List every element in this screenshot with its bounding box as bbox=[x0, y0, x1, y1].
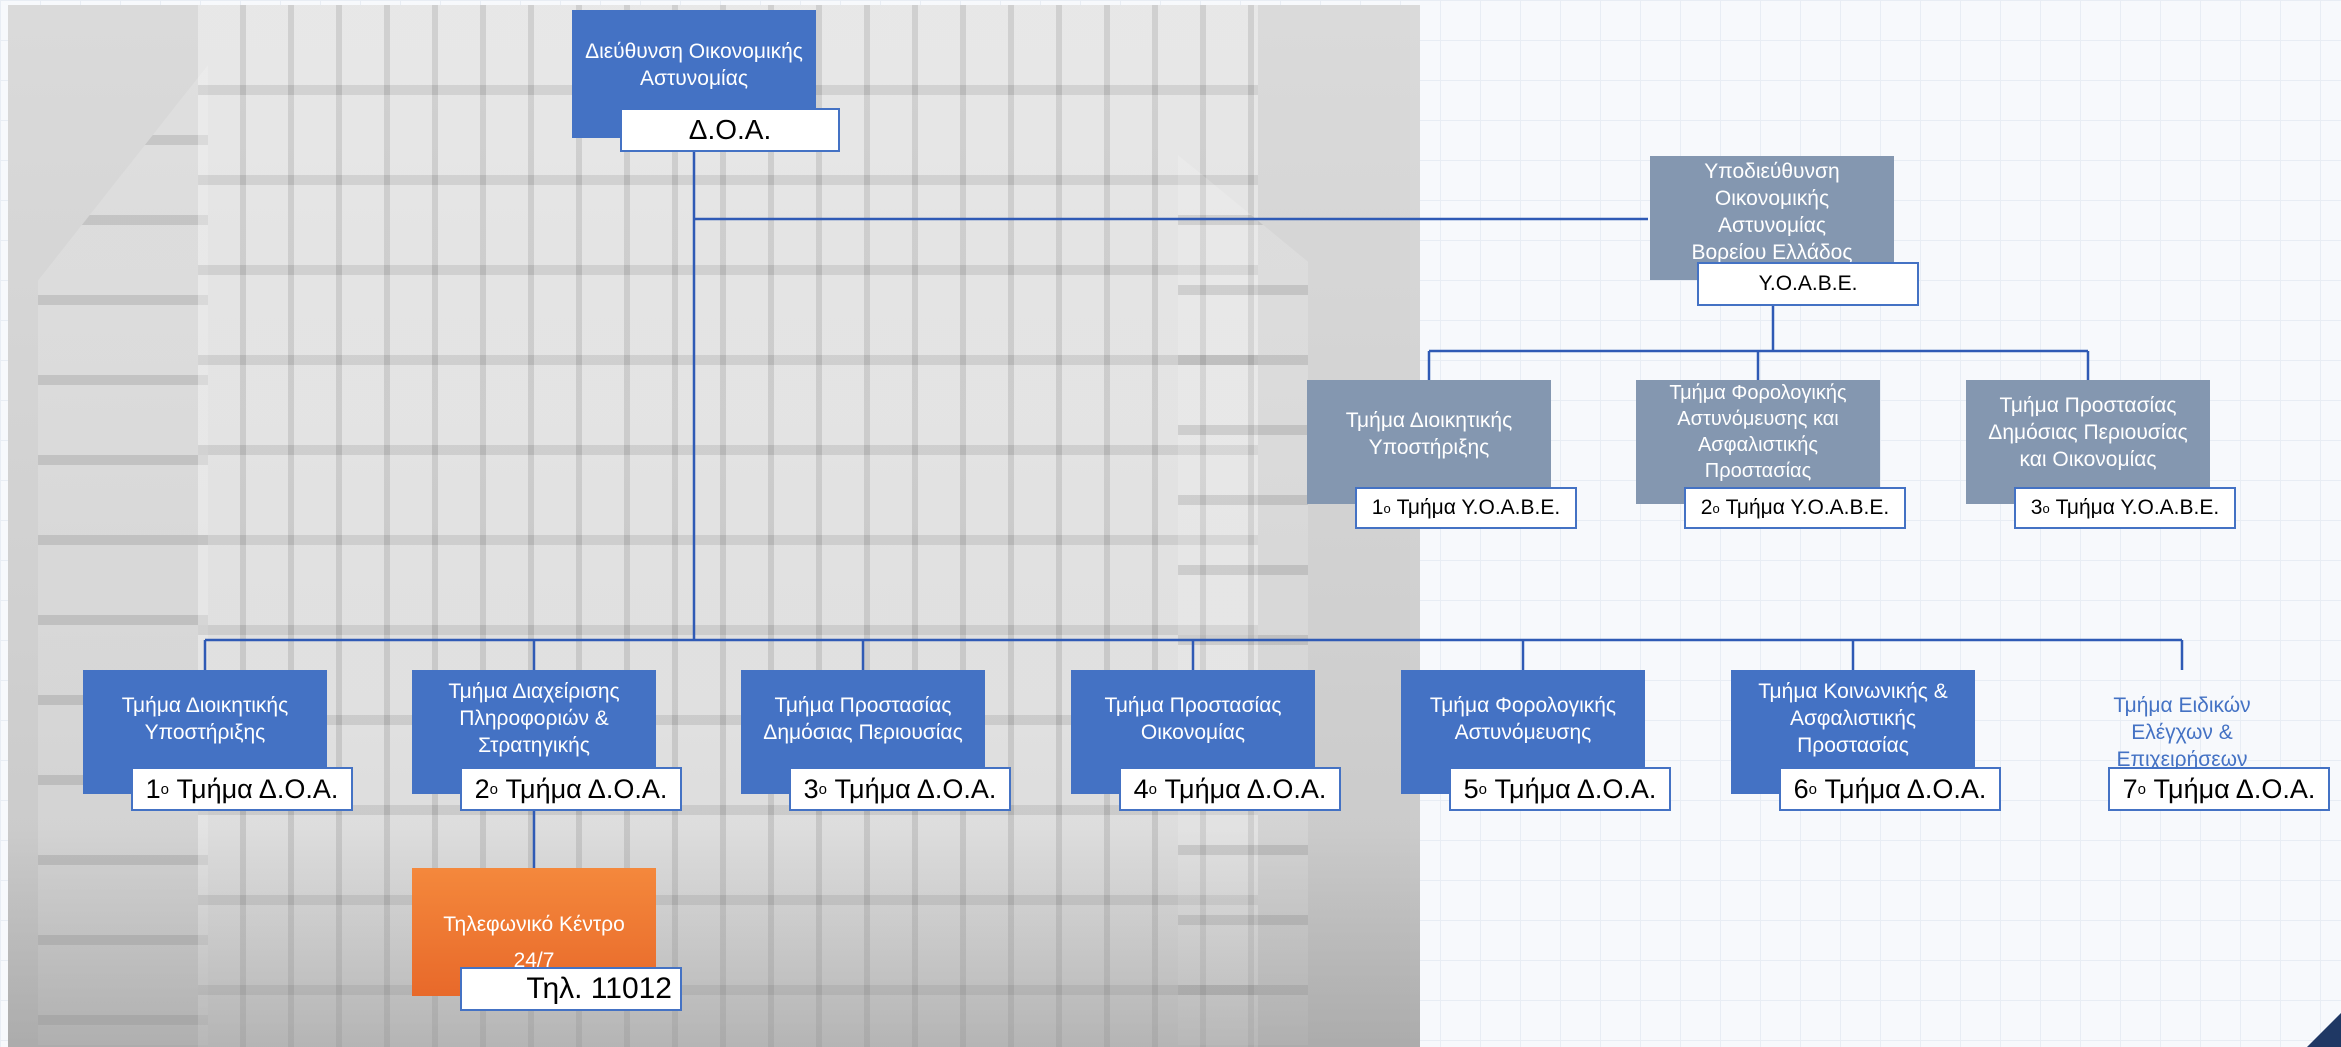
sub-directorate-title: Υποδιεύθυνση Οικονομικής Αστυνομίας Βορε… bbox=[1691, 160, 1853, 264]
department-num-4: 4 bbox=[1133, 773, 1149, 804]
building-ground bbox=[8, 827, 1420, 1047]
sub-department-code-2: Τμήμα Υ.Ο.Α.Β.Ε. bbox=[1725, 496, 1890, 519]
department-code-5: Τμήμα Δ.Ο.Α. bbox=[1494, 773, 1657, 804]
sub-department-title-3: Τμήμα Προστασίας Δημόσιας Περιουσίας και… bbox=[1988, 394, 2188, 471]
background-building-photo bbox=[8, 5, 1420, 1047]
directorate-code-tag: Δ.Ο.Α. bbox=[620, 108, 840, 152]
department-num-5: 5 bbox=[1463, 773, 1479, 804]
sub-department-sup-2: ο bbox=[1712, 500, 1720, 516]
sub-directorate-box: Υποδιεύθυνση Οικονομικής Αστυνομίας Βορε… bbox=[1650, 156, 1894, 280]
call-center-phone-tag: Τηλ. 11012 bbox=[460, 967, 682, 1011]
sub-department-sup-1: ο bbox=[1383, 500, 1391, 516]
department-num-3: 3 bbox=[803, 773, 819, 804]
sub-directorate-code-tag: Υ.Ο.Α.Β.Ε. bbox=[1697, 262, 1919, 306]
sub-department-num-1: 1 bbox=[1371, 496, 1384, 519]
department-box-1: Τμήμα Διοικητικής Υποστήριξης bbox=[83, 670, 327, 794]
sub-department-code-3: Τμήμα Υ.Ο.Α.Β.Ε. bbox=[2055, 496, 2220, 519]
call-center-title: Τηλεφωνικό Κέντρο bbox=[443, 913, 625, 936]
department-num-7: 7 bbox=[2122, 773, 2138, 804]
sub-department-code-1: Τμήμα Υ.Ο.Α.Β.Ε. bbox=[1396, 496, 1561, 519]
department-sup-7: ο bbox=[2137, 780, 2147, 798]
department-title-3: Τμήμα Προστασίας Δημόσιας Περιουσίας bbox=[763, 694, 963, 744]
department-title-7: Τμήμα Ειδικών Ελέγχων & Επιχειρήσεων bbox=[2113, 694, 2251, 771]
sub-department-num-2: 2 bbox=[1700, 496, 1713, 519]
department-sup-3: ο bbox=[818, 780, 828, 798]
department-num-1: 1 bbox=[145, 773, 161, 804]
sub-department-sup-3: ο bbox=[2042, 500, 2050, 516]
department-code-4: Τμήμα Δ.Ο.Α. bbox=[1164, 773, 1327, 804]
department-sup-2: ο bbox=[489, 780, 499, 798]
department-num-6: 6 bbox=[1793, 773, 1809, 804]
department-num-2: 2 bbox=[474, 773, 490, 804]
department-title-6: Τμήμα Κοινωνικής & Ασφαλιστικής Προστασί… bbox=[1758, 680, 1948, 757]
department-sup-4: ο bbox=[1148, 780, 1158, 798]
department-sup-1: ο bbox=[160, 780, 170, 798]
department-sup-6: ο bbox=[1808, 780, 1818, 798]
sub-department-box-3: Τμήμα Προστασίας Δημόσιας Περιουσίας και… bbox=[1966, 380, 2210, 504]
sub-department-title-1: Τμήμα Διοικητικής Υποστήριξης bbox=[1345, 409, 1513, 459]
sub-department-title-2: Τμήμα Φορολογικής Αστυνόμευσης και Ασφαλ… bbox=[1669, 382, 1847, 482]
department-box-7: Τμήμα Ειδικών Ελέγχων & Επιχειρήσεων bbox=[2060, 670, 2304, 794]
department-code-1: Τμήμα Δ.Ο.Α. bbox=[176, 773, 339, 804]
department-code-6: Τμήμα Δ.Ο.Α. bbox=[1824, 773, 1987, 804]
department-title-4: Τμήμα Προστασίας Οικονομίας bbox=[1104, 694, 1282, 744]
call-center-hours: 24/7 bbox=[513, 949, 555, 972]
sub-department-num-3: 3 bbox=[2030, 496, 2043, 519]
sub-department-box-2: Τμήμα Φορολογικής Αστυνόμευσης και Ασφαλ… bbox=[1636, 380, 1880, 504]
directorate-title: Διεύθυνση Οικονομικής Αστυνομίας bbox=[585, 40, 803, 90]
department-code-2: Τμήμα Δ.Ο.Α. bbox=[505, 773, 668, 804]
department-code-3: Τμήμα Δ.Ο.Α. bbox=[834, 773, 997, 804]
call-center-phone: Τηλ. 11012 bbox=[526, 972, 672, 1005]
department-sup-5: ο bbox=[1478, 780, 1488, 798]
directorate-code: Δ.Ο.Α. bbox=[688, 114, 772, 145]
department-title-1: Τμήμα Διοικητικής Υποστήριξης bbox=[121, 694, 289, 744]
sub-directorate-code: Υ.Ο.Α.Β.Ε. bbox=[1758, 272, 1858, 295]
department-code-7: Τμήμα Δ.Ο.Α. bbox=[2153, 773, 2316, 804]
department-title-5: Τμήμα Φορολογικής Αστυνόμευσης bbox=[1429, 694, 1617, 744]
sub-department-box-1: Τμήμα Διοικητικής Υποστήριξης bbox=[1307, 380, 1551, 504]
department-title-2: Τμήμα Διαχείρισης Πληροφοριών & Στρατηγι… bbox=[448, 680, 620, 757]
